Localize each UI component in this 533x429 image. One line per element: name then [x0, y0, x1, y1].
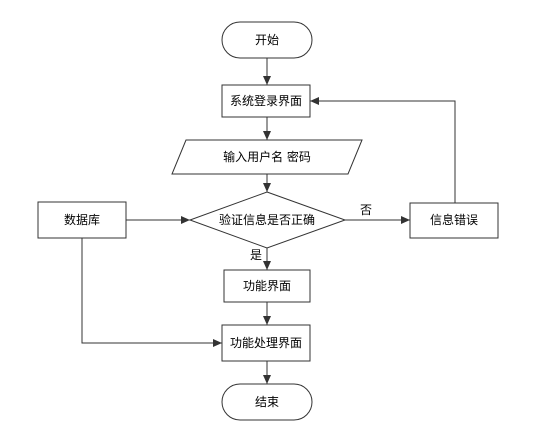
start-terminator-shape: [221, 21, 313, 59]
function-process-shape: [223, 269, 311, 303]
login-label: 系统登录界面: [230, 93, 302, 108]
input-parallelogram-shape: [171, 139, 363, 175]
end-terminator-shape: [221, 383, 313, 421]
verify-decision-shape: [188, 191, 347, 249]
login-process-shape: [221, 84, 311, 118]
process-label: 功能处理界面: [230, 336, 302, 350]
node-verify: 验证信息是否正确: [188, 191, 347, 249]
node-error: 信息错误: [409, 202, 499, 239]
node-start: 开始: [221, 21, 313, 59]
node-login: 系统登录界面: [221, 84, 311, 118]
process-process-shape: [221, 324, 311, 362]
node-process: 功能处理界面: [221, 324, 311, 362]
database-label: 数据库: [64, 212, 100, 227]
node-function: 功能界面: [223, 269, 311, 303]
error-process-shape: [409, 202, 499, 239]
node-end: 结束: [221, 383, 313, 421]
node-input: 输入用户名 密码: [171, 139, 363, 175]
error-label: 信息错误: [430, 212, 478, 227]
connectors: [81, 58, 456, 384]
start-label: 开始: [255, 33, 279, 47]
verify-label: 验证信息是否正确: [219, 212, 315, 227]
edge-database-to-process: [81, 238, 222, 347]
end-label: 结束: [255, 395, 279, 409]
node-database: 数据库: [37, 201, 127, 239]
input-label: 输入用户名 密码: [223, 149, 311, 164]
edge-label-yes: 是: [250, 248, 262, 262]
edge-error-to-login: [310, 97, 456, 203]
function-label: 功能界面: [243, 279, 291, 293]
edge-label-no: 否: [360, 203, 372, 217]
database-process-shape: [37, 201, 127, 239]
